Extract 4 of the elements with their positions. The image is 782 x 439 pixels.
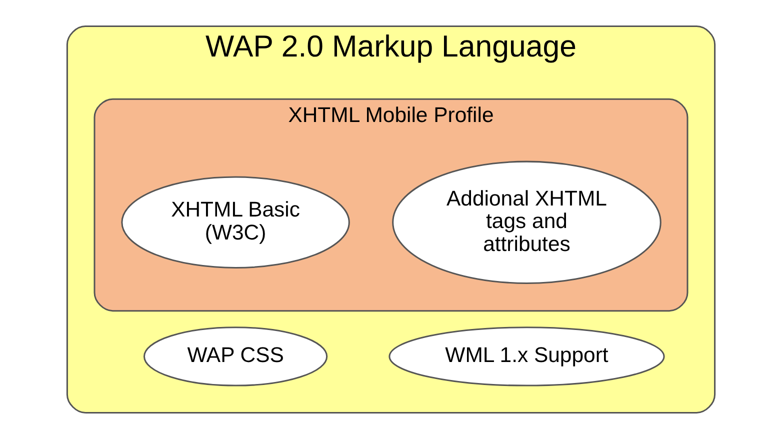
node-ellipse: XHTML Basic (W3C) bbox=[121, 176, 350, 268]
node-ellipse: WAP CSS bbox=[143, 326, 328, 386]
node-ellipse: WML 1.x Support bbox=[388, 326, 665, 386]
node-ellipse: Addional XHTML tags and attributes bbox=[392, 160, 662, 284]
